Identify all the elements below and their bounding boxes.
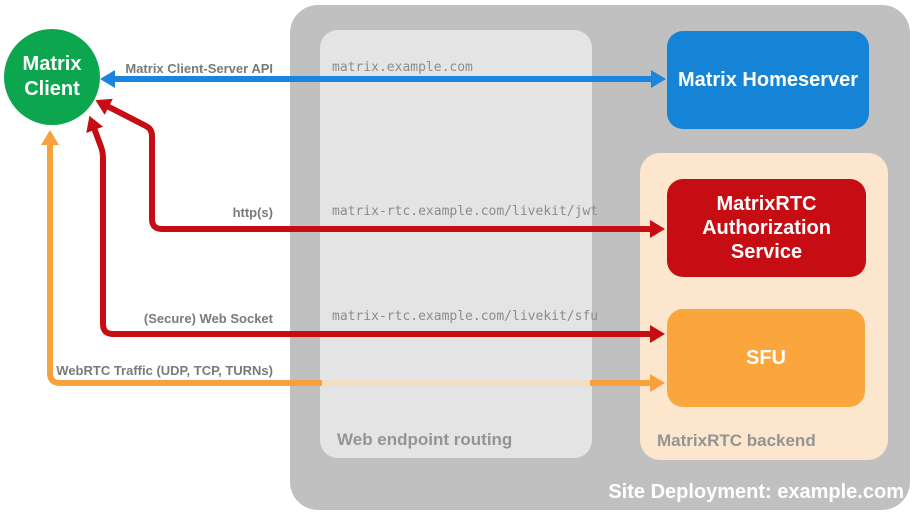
web-endpoint-routing-container <box>320 30 592 458</box>
site-deployment-caption: Site Deployment: example.com <box>608 481 904 503</box>
matrix-homeserver-label: Matrix Homeserver <box>677 69 859 91</box>
web-socket-arrow-label: (Secure) Web Socket <box>143 311 273 326</box>
matrix-client-label: Matrix Client <box>22 53 82 100</box>
webrtc-traffic-arrow-label: WebRTC Traffic (UDP, TCP, TURNs) <box>56 363 273 378</box>
sfu-label: SFU <box>746 347 786 369</box>
sfu-node: SFU <box>667 309 865 407</box>
matrixrtc-backend-caption: MatrixRTC backend <box>657 431 816 450</box>
client-server-api-arrow-label: Matrix Client-Server API <box>125 61 273 76</box>
matrix-client-node: Matrix Client <box>4 29 100 125</box>
route-livekit-jwt: matrix-rtc.example.com/livekit/jwt <box>332 204 599 219</box>
route-matrix-example-com: matrix.example.com <box>332 60 473 75</box>
matrixrtc-authorization-service-node: MatrixRTC Authorization Service <box>667 179 866 277</box>
route-livekit-sfu: matrix-rtc.example.com/livekit/sfu <box>332 309 599 324</box>
matrix-homeserver-node: Matrix Homeserver <box>667 31 869 129</box>
matrixrtc-authorization-service-label: MatrixRTC Authorization Service <box>702 193 831 263</box>
web-endpoint-routing-caption: Web endpoint routing <box>337 430 513 449</box>
https-arrow-label: http(s) <box>232 205 273 220</box>
